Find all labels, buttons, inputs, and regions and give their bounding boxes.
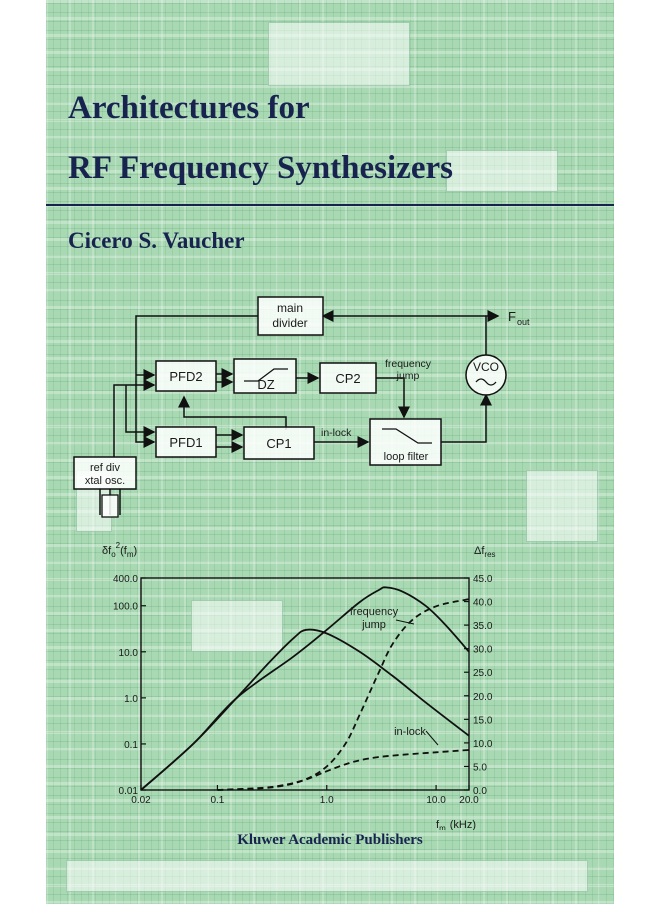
frequency-jump-label: frequency	[385, 358, 432, 370]
circuit-pattern-block	[268, 22, 410, 86]
dz-label: DZ	[257, 377, 274, 392]
pfd1-block: PFD1	[155, 426, 217, 458]
xtal-osc-label: xtal osc.	[85, 475, 125, 487]
book-title-line2: RF Frequency Synthesizers	[68, 150, 453, 186]
dz-block: DZ	[233, 358, 297, 394]
fout-label: F	[508, 309, 516, 324]
loop-filter-block: loop filter	[369, 418, 442, 466]
plot-frame	[140, 577, 470, 791]
y-right-tick-label: 25.0	[473, 668, 493, 679]
noise-chart: 0.02 0.1 1.0 10.0 20.0 400.0 100.0 10.0 1.0 0.1 0.…	[102, 541, 496, 830]
y-right-tick-label: 10.0	[473, 739, 493, 750]
pfd1-label: PFD1	[169, 435, 202, 450]
y-left-tick-label: 10.0	[119, 648, 139, 659]
pfd2-block: PFD2	[155, 360, 217, 392]
x-tick-label: 0.1	[210, 795, 224, 806]
chart-series-line-2	[140, 586, 470, 791]
x-tick-label: 10.0	[426, 795, 446, 806]
y-left-tick-label: 0.01	[119, 786, 139, 797]
chart-series-line-4	[217, 749, 470, 791]
cp2-label: CP2	[335, 371, 360, 386]
y-right-tick-label: 15.0	[473, 715, 493, 726]
in-lock-label: in-lock	[321, 427, 352, 439]
x-tick-label: 1.0	[320, 795, 334, 806]
wire-filter-vco	[441, 393, 492, 443]
wire-ref-out	[113, 379, 156, 457]
pfd2-label: PFD2	[169, 369, 202, 384]
main-divider-label: main	[277, 301, 303, 315]
wire-ref-to-pfd1	[125, 385, 156, 438]
chart-annotation-in-lock: in-lock	[394, 726, 426, 738]
x-tick-label: 20.0	[459, 795, 479, 806]
right-axis-title: Δfres	[474, 545, 496, 559]
chart-annotation-frequency-jump: frequency	[350, 606, 399, 618]
x-tick-label: 0.02	[131, 795, 151, 806]
vco-block: VCO	[465, 354, 507, 396]
y-right-tick-label: 30.0	[473, 645, 493, 656]
loop-filter-label: loop filter	[384, 451, 429, 463]
chart-annotation-frequency-jump: jump	[361, 619, 386, 631]
y-right-tick-label: 45.0	[473, 574, 493, 585]
wire-cp1-feedback	[178, 395, 287, 430]
y-right-tick-label: 40.0	[473, 598, 493, 609]
title-rule	[46, 204, 614, 206]
main-divider-block: main divider	[257, 296, 324, 336]
y-right-tick-label: 35.0	[473, 621, 493, 632]
cp2-block: CP2	[319, 362, 377, 394]
circuit-pattern-block	[191, 600, 283, 652]
wire-divider-out	[135, 315, 258, 448]
cp1-label: CP1	[266, 436, 291, 451]
chart-series-line-3	[217, 598, 470, 791]
y-right-tick-label: 0.0	[473, 786, 487, 797]
y-left-tick-label: 0.1	[124, 740, 138, 751]
cp1-block: CP1	[243, 426, 315, 460]
book-title-line1: Architectures for	[68, 90, 310, 126]
chart-axis-labels: δfo2(fm) Δfres fm(kHz) frequency jump in…	[102, 541, 496, 830]
y-left-tick-label: 1.0	[124, 694, 138, 705]
frequency-jump-label: jump	[396, 370, 420, 382]
annotation-pointer	[395, 619, 415, 625]
circuit-pattern-block	[446, 150, 558, 192]
author-name: Cicero S. Vaucher	[68, 228, 245, 253]
publisher-name: Kluwer Academic Publishers	[237, 832, 423, 848]
vco-label: VCO	[473, 360, 499, 374]
circuit-pattern-block	[66, 860, 588, 892]
ref-div-block: ref div xtal osc.	[73, 456, 137, 490]
book-cover: Architectures for RF Frequency Synthesiz…	[46, 0, 614, 904]
fout-subscript: out	[517, 317, 530, 327]
chart-curves	[140, 586, 470, 791]
wire-cp2-filter	[376, 377, 410, 419]
y-left-tick-label: 400.0	[113, 574, 138, 585]
left-axis-title: δfo2(fm)	[102, 541, 137, 559]
synthesizer-block-diagram: main divider PFD2 DZ CP2 VCO PFD1 CP1	[73, 296, 530, 518]
x-axis-title: fm(kHz)	[436, 819, 476, 830]
chart-plot-area	[140, 577, 470, 791]
wire-vco-to-fout	[485, 310, 500, 355]
main-divider-label: divider	[272, 316, 307, 330]
circuit-pattern-block	[526, 470, 598, 542]
y-right-tick-label: 20.0	[473, 692, 493, 703]
crystal-icon	[101, 494, 119, 518]
chart-series-line-1	[140, 628, 470, 791]
y-right-tick-label: 5.0	[473, 762, 487, 773]
y-left-tick-label: 100.0	[113, 602, 138, 613]
ref-div-label: ref div	[90, 462, 120, 474]
annotation-pointer	[425, 730, 439, 746]
chart-ticks: 0.02 0.1 1.0 10.0 20.0 400.0 100.0 10.0 1.0 0.1 0.…	[113, 574, 493, 806]
